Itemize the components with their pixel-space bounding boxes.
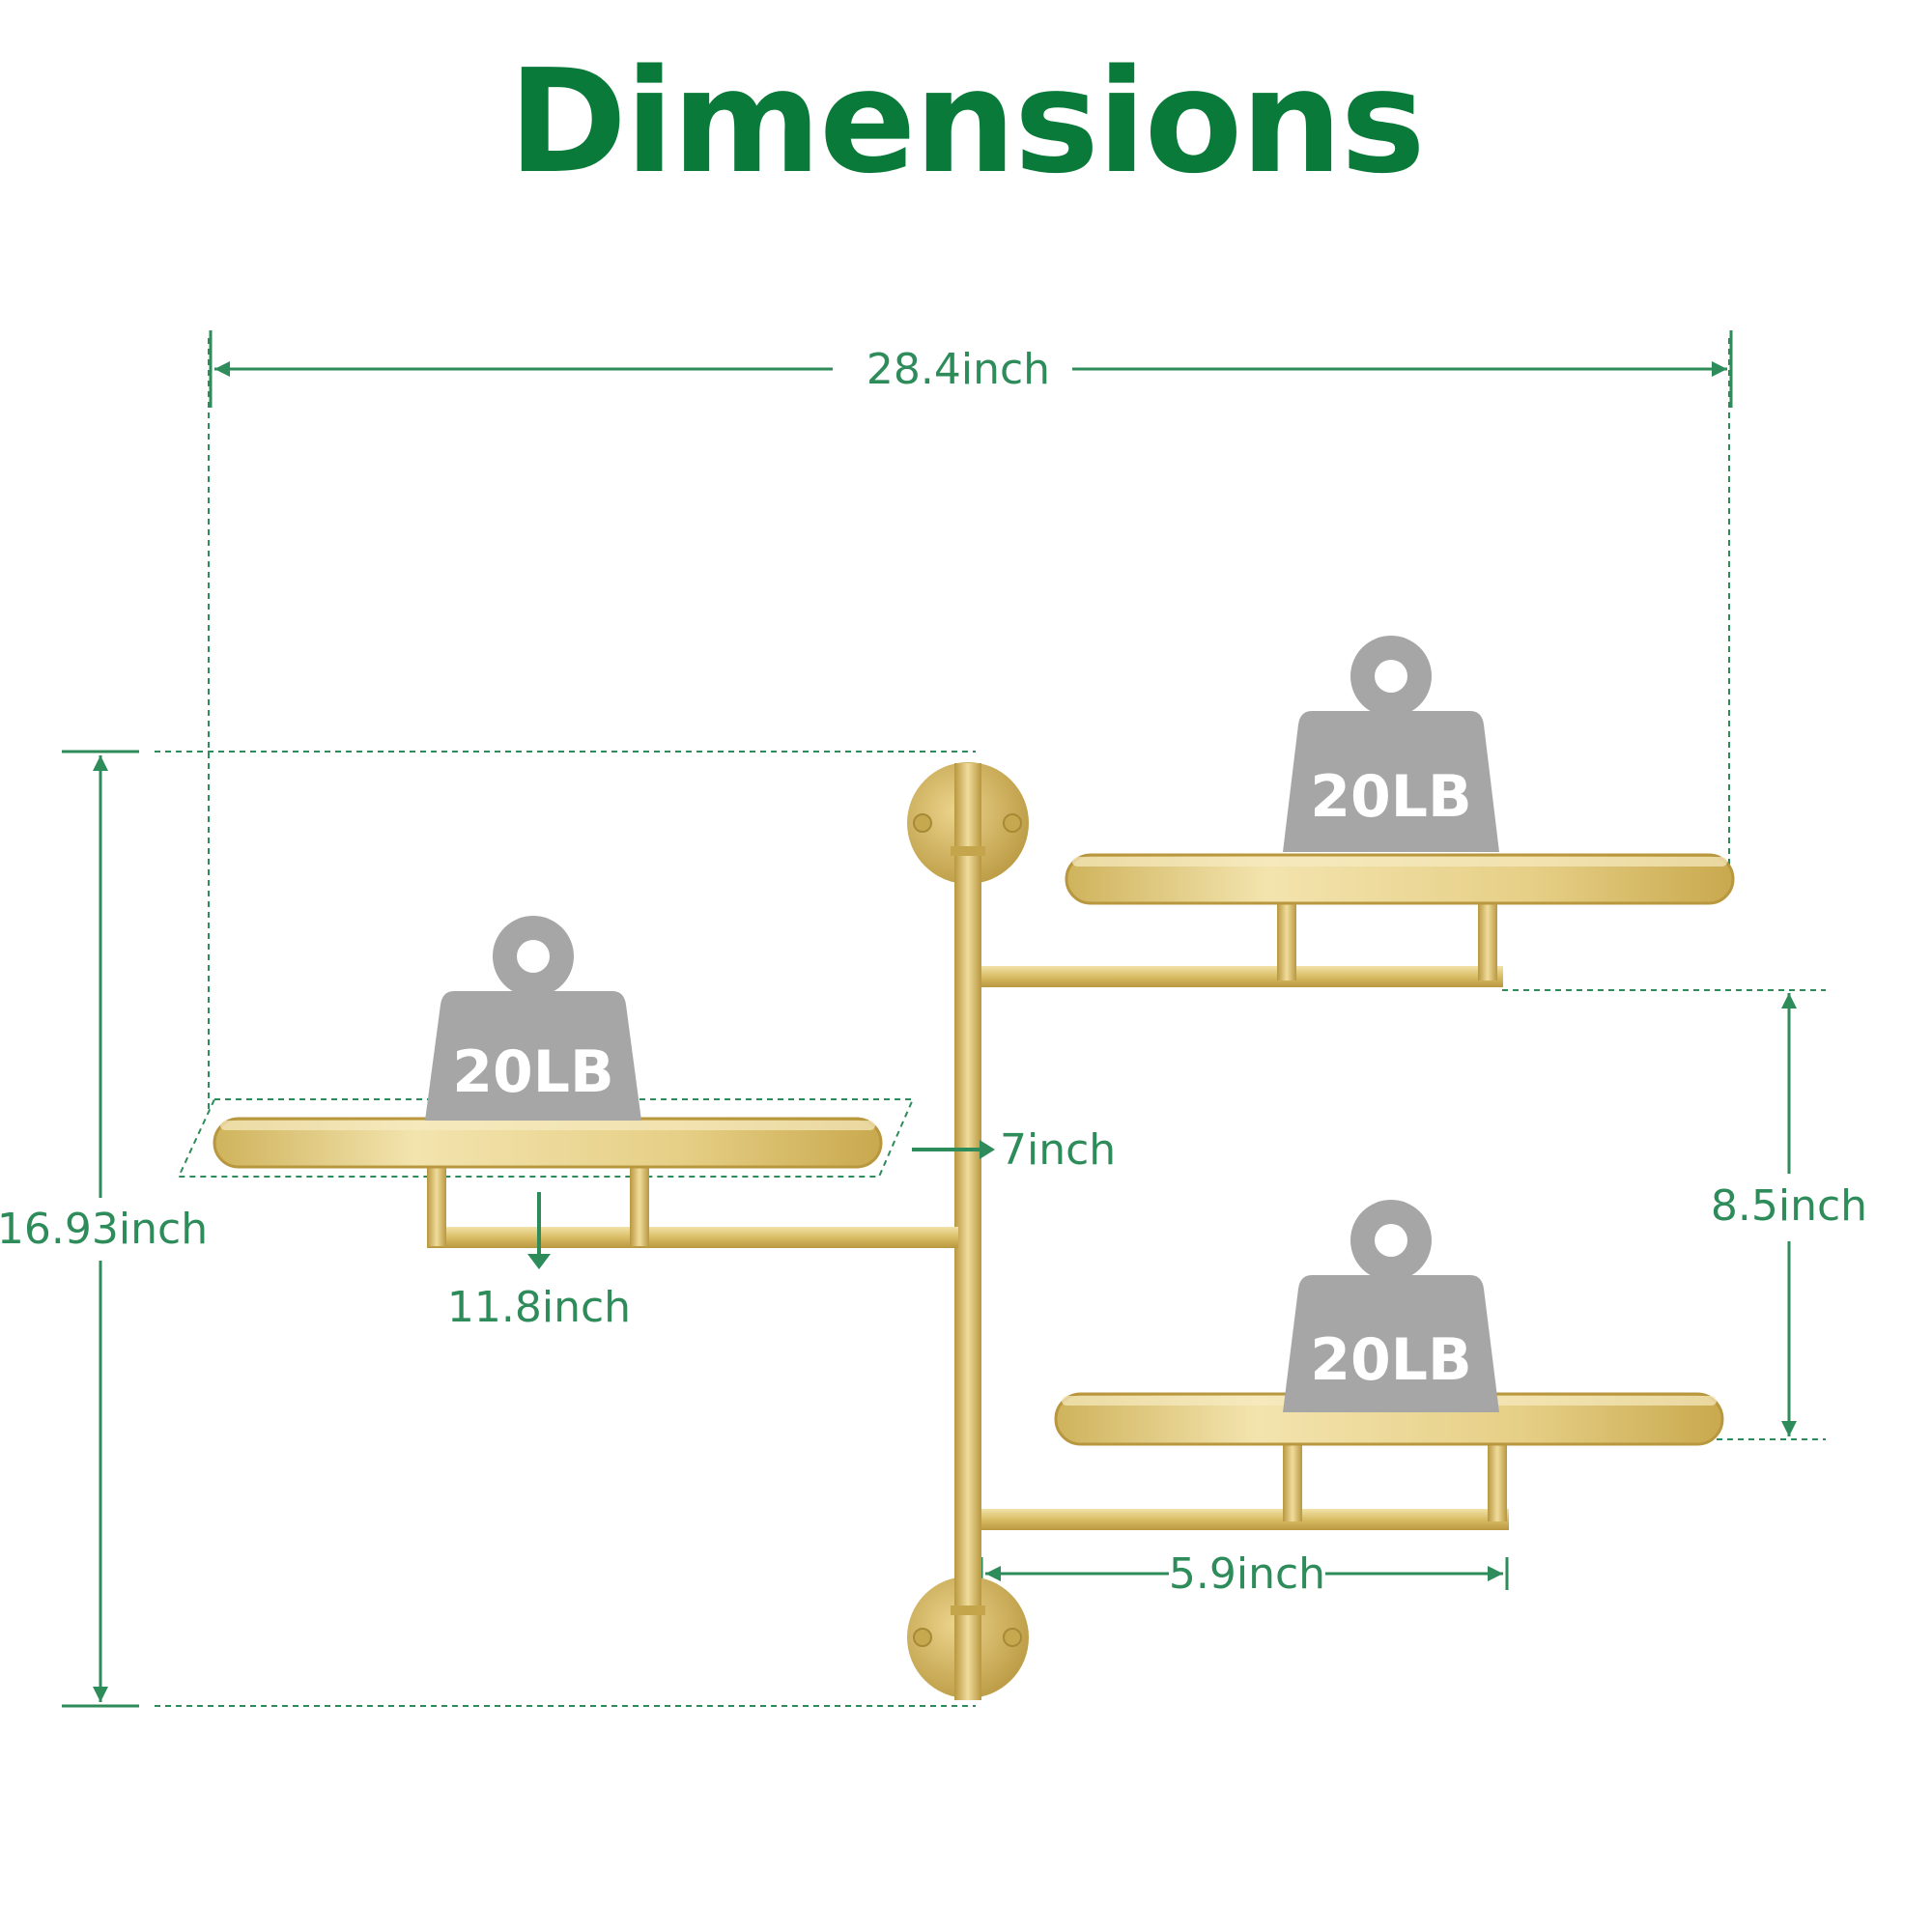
load-capacity-left: 20LB	[452, 1038, 613, 1106]
vertical-pole	[954, 763, 981, 1700]
load-capacity-bottom-right: 20LB	[1310, 1326, 1471, 1394]
load-capacity-top-right: 20LB	[1310, 763, 1471, 831]
lower-right-tray	[1054, 1392, 1724, 1446]
guide-lines	[155, 338, 1826, 1707]
spacing-dimension	[1781, 993, 1797, 1436]
height-dimension	[62, 750, 139, 1708]
page-title: Dimensions	[508, 39, 1426, 205]
left-tray	[213, 1117, 883, 1169]
tray-depth-label: 7inch	[1000, 1125, 1116, 1175]
arm-length-label: 5.9inch	[1169, 1549, 1325, 1599]
width-dimension	[209, 330, 1733, 408]
tray-depth-arrow	[912, 1140, 995, 1159]
weight-icon-bottom-right: 20LB	[1283, 1200, 1499, 1412]
shelf-spacing-label: 8.5inch	[1711, 1181, 1867, 1231]
total-width-label: 28.4inch	[867, 345, 1050, 394]
upper-right-tray	[1065, 853, 1735, 905]
tray-diameter-arrow	[527, 1192, 551, 1269]
wall-shelf	[213, 762, 1735, 1700]
weight-icon-left: 20LB	[425, 916, 641, 1121]
total-height-label: 16.93inch	[0, 1205, 208, 1254]
weight-icon-top-right: 20LB	[1283, 636, 1499, 852]
lower-right-arm	[981, 1444, 1509, 1530]
left-arm	[427, 1164, 958, 1248]
upper-right-arm	[981, 903, 1503, 987]
tray-diameter-label: 11.8inch	[447, 1283, 631, 1332]
weight-icon: 20LB 20LB 20LB	[425, 636, 1499, 1412]
